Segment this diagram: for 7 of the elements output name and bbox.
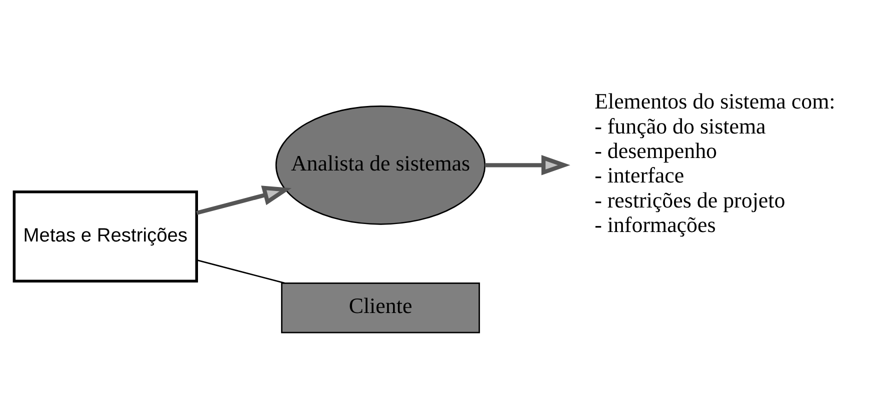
arrow [484,155,570,176]
node-box: Metas e Restrições [12,190,198,282]
node-box: Cliente [281,282,480,334]
node-text: Elementos do sistema com: - função do sistema - desempenho - interface - restrições de projeto - informações [594,88,836,238]
node-ellipse: Analista de sistemas [275,106,486,225]
arrow [196,186,292,215]
connector [196,259,285,284]
